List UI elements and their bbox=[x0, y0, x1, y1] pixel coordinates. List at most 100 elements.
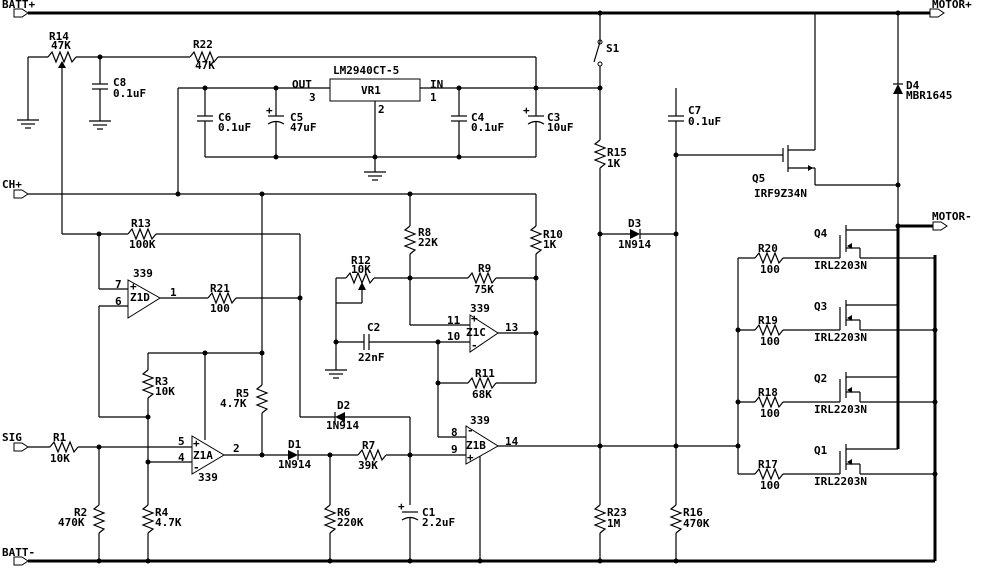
svg-text:2.2uF: 2.2uF bbox=[422, 516, 455, 529]
r1-resistor bbox=[49, 440, 79, 454]
svg-text:13: 13 bbox=[505, 321, 518, 334]
svg-text:Q2: Q2 bbox=[814, 372, 827, 385]
ground-symbol bbox=[16, 119, 40, 129]
svg-text:0.1uF: 0.1uF bbox=[218, 121, 251, 134]
svg-text:C8: C8 bbox=[113, 76, 126, 89]
svg-text:R3: R3 bbox=[155, 375, 168, 388]
svg-text:1N914: 1N914 bbox=[278, 458, 311, 471]
svg-text:100: 100 bbox=[760, 407, 780, 420]
svg-text:339: 339 bbox=[470, 414, 490, 427]
svg-text:R4: R4 bbox=[155, 506, 169, 519]
svg-text:R5: R5 bbox=[236, 387, 249, 400]
svg-text:470K: 470K bbox=[683, 517, 710, 530]
svg-text:R11: R11 bbox=[475, 367, 495, 380]
svg-text:C6: C6 bbox=[218, 111, 232, 124]
svg-text:1N914: 1N914 bbox=[326, 419, 359, 432]
svg-text:R21: R21 bbox=[210, 282, 230, 295]
svg-text:C7: C7 bbox=[688, 104, 701, 117]
svg-text:IRL2203N: IRL2203N bbox=[814, 403, 867, 416]
batt-neg-port bbox=[13, 556, 29, 566]
svg-text:100: 100 bbox=[210, 302, 230, 315]
r10-resistor bbox=[529, 225, 543, 255]
svg-text:Q3: Q3 bbox=[814, 300, 827, 313]
svg-text:-: - bbox=[471, 339, 478, 352]
svg-text:R16: R16 bbox=[683, 506, 703, 519]
motor-pos-port bbox=[929, 8, 945, 18]
svg-text:OUT: OUT bbox=[292, 78, 312, 91]
svg-text:D1: D1 bbox=[288, 438, 302, 451]
r19-resistor bbox=[754, 323, 784, 337]
svg-text:0.1uF: 0.1uF bbox=[113, 87, 146, 100]
d3-diode bbox=[630, 229, 640, 239]
svg-text:D2: D2 bbox=[337, 399, 350, 412]
r14-resistor bbox=[47, 50, 77, 64]
s1-switch bbox=[593, 41, 601, 63]
svg-text:0.1uF: 0.1uF bbox=[688, 115, 721, 128]
svg-text:10K: 10K bbox=[50, 452, 70, 465]
svg-text:+: + bbox=[193, 437, 200, 450]
sig-label: SIG bbox=[2, 431, 22, 444]
r4-resistor bbox=[141, 504, 155, 534]
svg-text:10uF: 10uF bbox=[547, 121, 574, 134]
svg-text:R1: R1 bbox=[53, 431, 67, 444]
svg-text:1: 1 bbox=[430, 91, 437, 104]
svg-text:470K: 470K bbox=[58, 516, 85, 529]
svg-text:C5: C5 bbox=[290, 111, 303, 124]
svg-text:339: 339 bbox=[133, 267, 153, 280]
svg-text:+: + bbox=[266, 104, 273, 117]
svg-text:1K: 1K bbox=[543, 238, 557, 251]
svg-text:R7: R7 bbox=[362, 439, 375, 452]
motor-neg-port bbox=[932, 221, 948, 231]
svg-text:Z1C: Z1C bbox=[466, 326, 486, 339]
r15-resistor bbox=[593, 139, 607, 169]
svg-text:0.1uF: 0.1uF bbox=[471, 121, 504, 134]
svg-text:220K: 220K bbox=[337, 516, 364, 529]
svg-text:R13: R13 bbox=[131, 217, 151, 230]
svg-text:1M: 1M bbox=[607, 517, 621, 530]
svg-text:9: 9 bbox=[451, 443, 458, 456]
svg-text:R12: R12 bbox=[351, 254, 371, 267]
z1c-comparator bbox=[469, 314, 499, 353]
svg-text:22nF: 22nF bbox=[358, 351, 385, 364]
svg-text:22K: 22K bbox=[418, 236, 438, 249]
svg-text:MBR1645: MBR1645 bbox=[906, 89, 952, 102]
svg-text:R2: R2 bbox=[74, 506, 87, 519]
svg-text:1N914: 1N914 bbox=[618, 238, 651, 251]
svg-text:S1: S1 bbox=[606, 42, 620, 55]
svg-text:C4: C4 bbox=[471, 111, 485, 124]
d1-diode bbox=[288, 450, 298, 460]
svg-text:2: 2 bbox=[233, 442, 240, 455]
svg-text:R6: R6 bbox=[337, 506, 351, 519]
svg-text:Q1: Q1 bbox=[814, 444, 828, 457]
svg-text:-: - bbox=[467, 424, 474, 437]
motor-pos-label: MOTOR+ bbox=[932, 0, 972, 11]
svg-text:339: 339 bbox=[470, 302, 490, 315]
r23-resistor bbox=[593, 504, 607, 534]
svg-text:11: 11 bbox=[447, 314, 461, 327]
svg-text:75K: 75K bbox=[474, 283, 494, 296]
svg-text:10K: 10K bbox=[351, 263, 371, 276]
svg-text:IRF9Z34N: IRF9Z34N bbox=[754, 187, 807, 200]
batt-neg-label: BATT- bbox=[2, 546, 35, 559]
z1d-comparator bbox=[127, 279, 161, 319]
svg-text:7: 7 bbox=[115, 278, 122, 291]
svg-text:8: 8 bbox=[451, 426, 458, 439]
svg-text:10: 10 bbox=[447, 330, 460, 343]
r7-resistor bbox=[357, 448, 387, 462]
svg-text:R19: R19 bbox=[758, 314, 778, 327]
r9-resistor bbox=[467, 271, 497, 285]
svg-text:100: 100 bbox=[760, 479, 780, 492]
z1b-comparator bbox=[465, 425, 499, 465]
svg-text:1K: 1K bbox=[607, 157, 621, 170]
svg-text:D4: D4 bbox=[906, 79, 920, 92]
svg-text:5: 5 bbox=[178, 435, 185, 448]
svg-text:R15: R15 bbox=[607, 146, 627, 159]
r12-resistor bbox=[345, 271, 375, 285]
r20-resistor bbox=[754, 251, 784, 265]
r13-resistor bbox=[127, 227, 157, 241]
r17-resistor bbox=[754, 467, 784, 481]
svg-text:IRL2203N: IRL2203N bbox=[814, 259, 867, 272]
svg-text:10K: 10K bbox=[155, 385, 175, 398]
r18-resistor bbox=[754, 395, 784, 409]
